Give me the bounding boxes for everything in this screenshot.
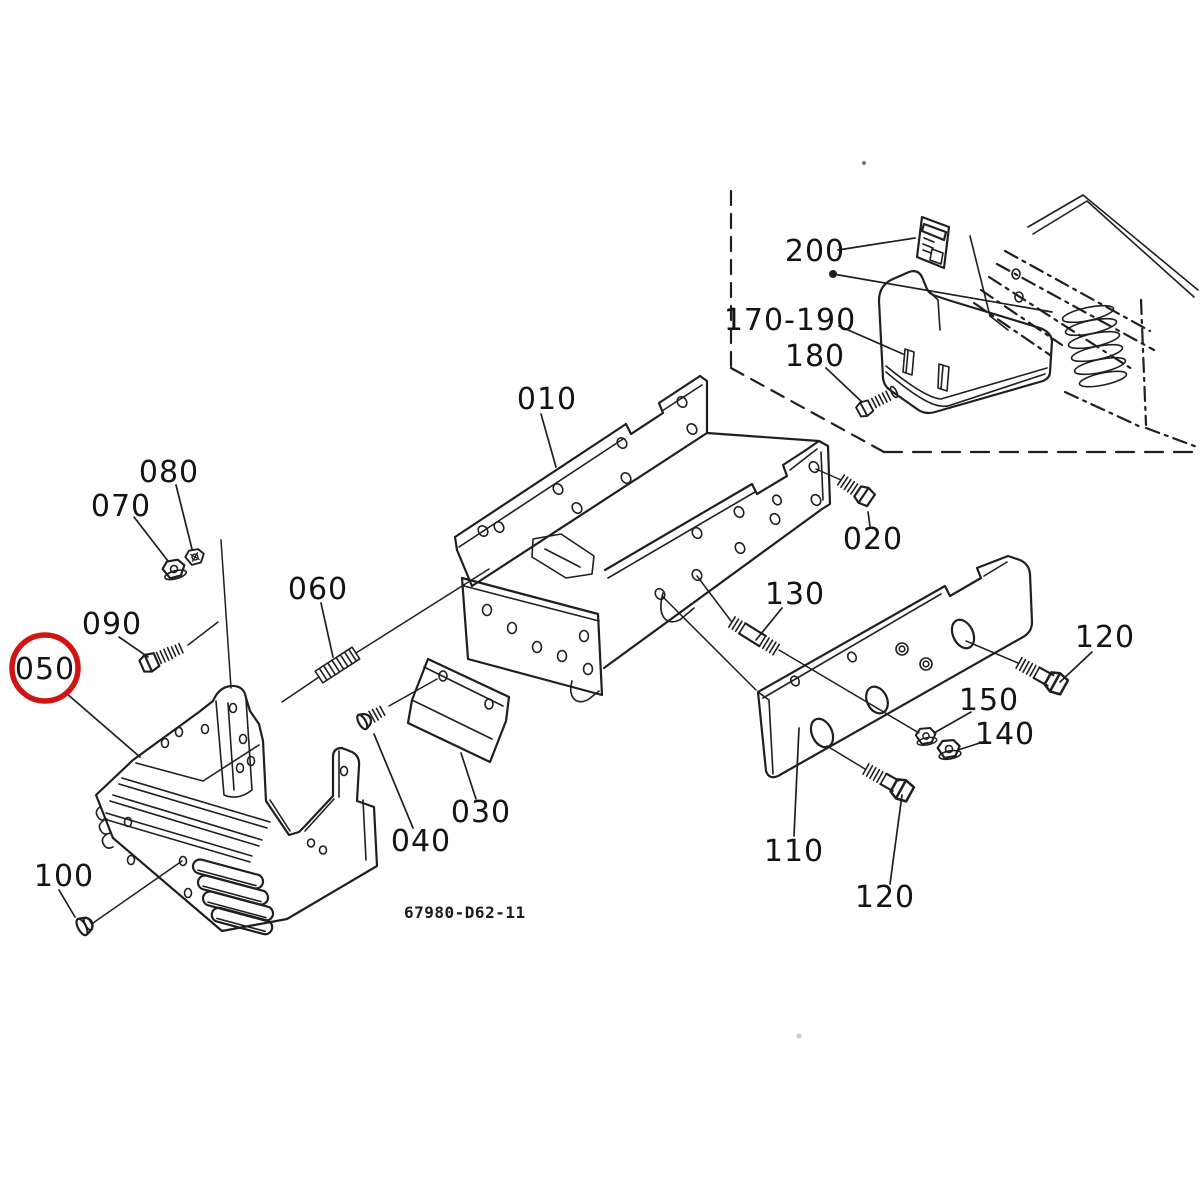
callout-label-120-lower: 120 [855,880,915,915]
part-180-bolt [855,385,899,418]
drawing-number: 67980-D62-11 [404,903,526,922]
callout-110: 110 [764,727,824,869]
part-020-bolt [815,468,876,508]
callout-label-070: 070 [91,489,151,524]
callout-label-020: 020 [843,522,903,557]
part-200-decal [915,215,951,270]
scan-speck [862,161,866,165]
part-010-support-frame [453,374,832,703]
part-080-lock-nut [184,548,205,566]
callout-label-170-190: 170-190 [724,303,856,338]
callout-150: 150 [933,683,1019,734]
part-050-corner-weight [94,684,379,936]
callout-070: 070 [91,489,169,562]
part-130-stud [696,575,920,734]
callout-label-040: 040 [391,824,451,859]
callout-020: 020 [843,511,903,557]
highlight-ring [9,632,81,704]
weight-louvers [191,858,275,936]
inset-boundary [729,189,1199,454]
part-140-flange-nut [936,738,962,761]
callout-label-140: 140 [975,717,1035,752]
callout-label-090: 090 [82,607,142,642]
callout-120-upper: 120 [1059,620,1135,683]
callout-060: 060 [288,572,348,658]
part-170-190-front-weight [877,270,1054,415]
part-120-bolt-lower [826,745,916,803]
grille-slats [1061,304,1128,388]
callout-130: 130 [755,577,825,641]
part-060-stud [281,568,490,703]
part-120-bolt-upper [965,640,1070,696]
callout-100: 100 [34,859,94,918]
callout-label-080: 080 [139,455,199,490]
part-070-flange-nut [161,539,232,689]
callouts: 010 020 030 040 050 060 070 080 [9,234,1135,918]
callout-090: 090 [82,607,149,658]
callout-140: 140 [957,717,1035,752]
callout-label-060: 060 [288,572,348,607]
callout-200: 200 [785,234,1053,313]
callout-180: 180 [785,339,863,403]
scan-speck [796,1033,802,1039]
callout-040: 040 [373,733,451,859]
part-030-bracket [406,657,511,764]
callout-label-120-upper: 120 [1075,620,1135,655]
callout-label-100: 100 [34,859,94,894]
callout-label-110: 110 [764,834,824,869]
callout-080: 080 [139,455,199,550]
callout-label-130: 130 [765,577,825,612]
callout-label-180: 180 [785,339,845,374]
tractor-front-outline [969,194,1199,449]
part-040-screw [356,678,438,731]
callout-170-190: 170-190 [724,303,904,355]
callout-050-highlighted: 050 [9,632,141,758]
part-090-bolt [138,621,219,673]
callout-label-050: 050 [15,652,75,687]
part-100-plug [75,860,183,937]
callout-030: 030 [451,752,511,830]
callout-010: 010 [517,382,577,468]
callout-label-030: 030 [451,795,511,830]
callout-label-010: 010 [517,382,577,417]
callout-label-200: 200 [785,234,845,269]
callout-label-150: 150 [959,683,1019,718]
callout-120-lower: 120 [855,794,915,915]
part-150-nut [914,726,938,746]
